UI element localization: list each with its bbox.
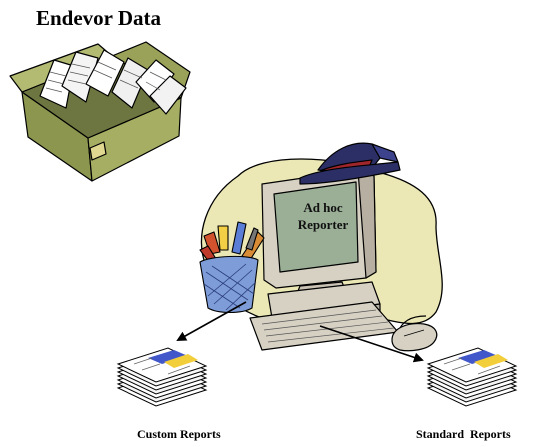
arrow-to-custom-reports <box>176 301 247 341</box>
diagram-title: Endevor Data <box>36 6 162 30</box>
computer-label-line1: Ad hoc <box>303 200 343 215</box>
computer-icon <box>249 169 399 351</box>
report-stack-icon <box>426 347 518 407</box>
computer-label-line2: Reporter <box>297 217 349 232</box>
custom-reports-label: Custom Reports <box>137 427 221 441</box>
computer-label: Ad hoc Reporter <box>285 199 361 233</box>
standard-reports-label: Standard Reports <box>416 427 511 441</box>
arrow-to-standard-reports <box>319 325 424 363</box>
report-stack-icon <box>116 347 208 407</box>
pencil-cup-icon <box>199 221 265 314</box>
storage-box-icon <box>9 41 191 182</box>
hat-icon <box>299 142 401 185</box>
mouse-icon <box>391 315 438 352</box>
